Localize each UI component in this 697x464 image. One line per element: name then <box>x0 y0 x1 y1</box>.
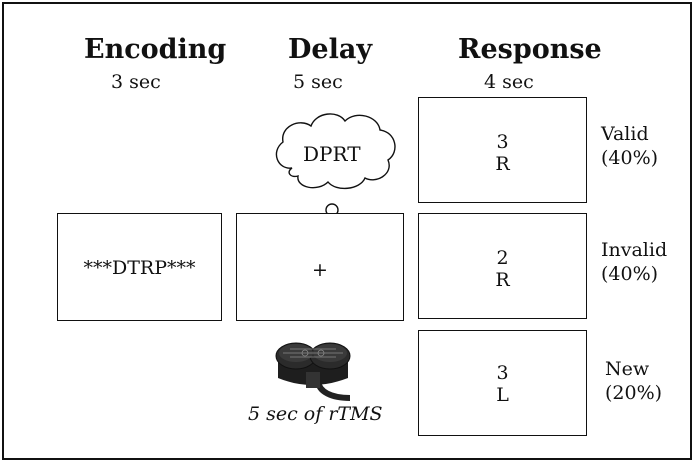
response-duration: 4 sec <box>484 71 534 93</box>
response-box-invalid: 2 R <box>418 213 587 319</box>
response-digit: 3 <box>496 362 509 384</box>
encoding-duration: 3 sec <box>111 71 161 93</box>
delay-box: + <box>236 213 404 321</box>
response-letter: R <box>495 153 510 175</box>
delay-title: Delay <box>288 34 373 65</box>
response-digit: 3 <box>496 131 509 153</box>
encoding-title: Encoding <box>84 34 227 65</box>
condition-percent-invalid: (40%) <box>601 263 659 285</box>
response-title: Response <box>458 34 602 65</box>
response-letter: R <box>495 269 510 291</box>
response-box-new: 3 L <box>418 330 587 436</box>
response-box-valid: 3 R <box>418 97 587 203</box>
delay-duration: 5 sec <box>293 71 343 93</box>
encoding-stimulus: ***DTRP*** <box>83 257 196 279</box>
tms-caption: 5 sec of rTMS <box>248 403 383 425</box>
fixation-cross: + <box>312 259 328 281</box>
condition-label-new: New <box>605 358 650 380</box>
response-letter: L <box>496 384 509 406</box>
response-digit: 2 <box>496 247 509 269</box>
condition-label-invalid: Invalid <box>601 239 668 261</box>
thought-text: DPRT <box>303 142 361 166</box>
condition-percent-new: (20%) <box>605 382 663 404</box>
tms-coil-icon <box>275 342 351 401</box>
condition-percent-valid: (40%) <box>601 147 659 169</box>
encoding-box: ***DTRP*** <box>57 213 222 321</box>
thought-cloud-icon <box>275 113 396 189</box>
condition-label-valid: Valid <box>601 123 649 145</box>
